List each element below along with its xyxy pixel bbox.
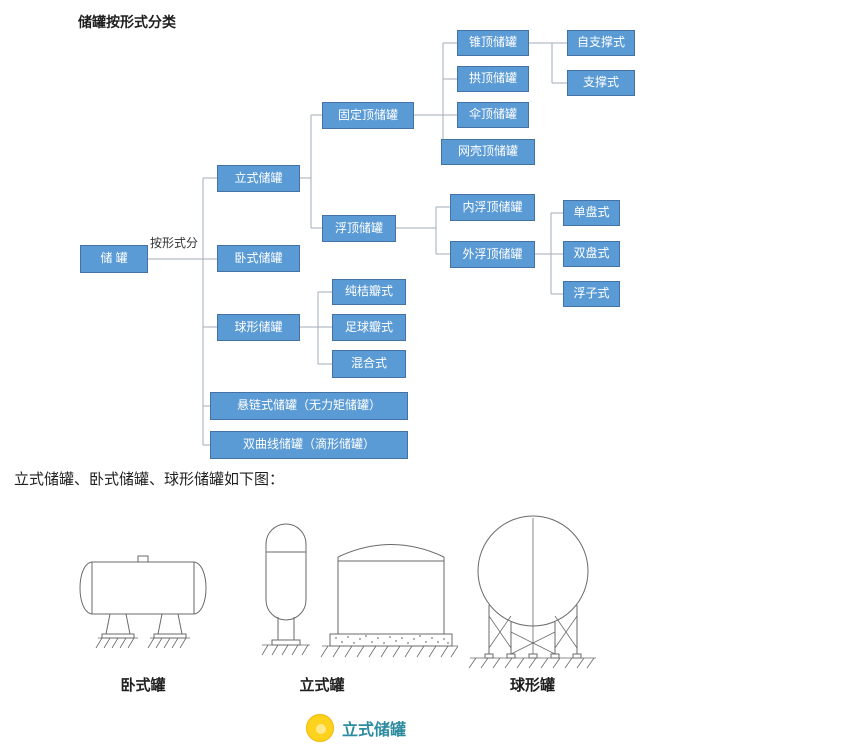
node-single-deck: 单盘式 <box>563 200 620 226</box>
node-external-floating-roof: 外浮顶储罐 <box>450 241 535 268</box>
vertical-tank-label: 立式罐 <box>299 677 345 694</box>
node-reticulated-roof-tank: 网壳顶储罐 <box>441 139 535 165</box>
figures-caption: 立式储罐、卧式储罐、球形储罐如下图： <box>14 471 285 488</box>
footer-heading: 立式储罐 <box>306 714 406 742</box>
node-vertical-tank: 立式储罐 <box>217 165 300 192</box>
node-pontoon-type: 浮子式 <box>563 281 620 307</box>
node-hyperbolic-tank: 双曲线储罐（滴形储罐） <box>210 431 408 459</box>
page-title: 储罐按形式分类 <box>78 14 176 30</box>
node-internal-floating-roof: 内浮顶储罐 <box>450 194 535 221</box>
node-double-deck: 双盘式 <box>563 241 620 267</box>
node-umbrella-roof-tank: 伞顶储罐 <box>457 102 529 128</box>
horizontal-tank-drawing <box>79 555 207 649</box>
tree-connectors <box>148 42 567 446</box>
node-catenary-tank: 悬链式储罐（无力矩储罐） <box>210 392 408 420</box>
horizontal-tank-label: 卧式罐 <box>120 677 166 694</box>
node-mixed-type: 混合式 <box>332 350 406 378</box>
node-horizontal-tank: 卧式储罐 <box>217 245 300 272</box>
node-supported: 支撑式 <box>567 70 635 96</box>
node-fixed-roof-tank: 固定顶储罐 <box>322 102 414 129</box>
node-floating-roof-tank: 浮顶储罐 <box>322 215 396 242</box>
yellow-circle-icon <box>306 714 334 742</box>
node-dome-roof-tank: 拱顶储罐 <box>457 66 529 92</box>
spherical-tank-label: 球形罐 <box>509 677 555 694</box>
node-orange-petal-type: 纯桔瓣式 <box>332 279 406 305</box>
spherical-tank-drawing <box>468 515 596 669</box>
node-spherical-tank: 球形储罐 <box>217 314 300 341</box>
vertical-tank-drawing <box>261 523 458 658</box>
node-cone-roof-tank: 锥顶储罐 <box>457 30 529 56</box>
footer-heading-label: 立式储罐 <box>342 722 407 739</box>
node-root-tank: 储 罐 <box>80 245 148 273</box>
edge-label-by-form: 按形式分 <box>150 236 199 250</box>
node-self-supporting: 自支撑式 <box>567 30 635 56</box>
node-soccer-petal-type: 足球瓣式 <box>332 314 406 341</box>
